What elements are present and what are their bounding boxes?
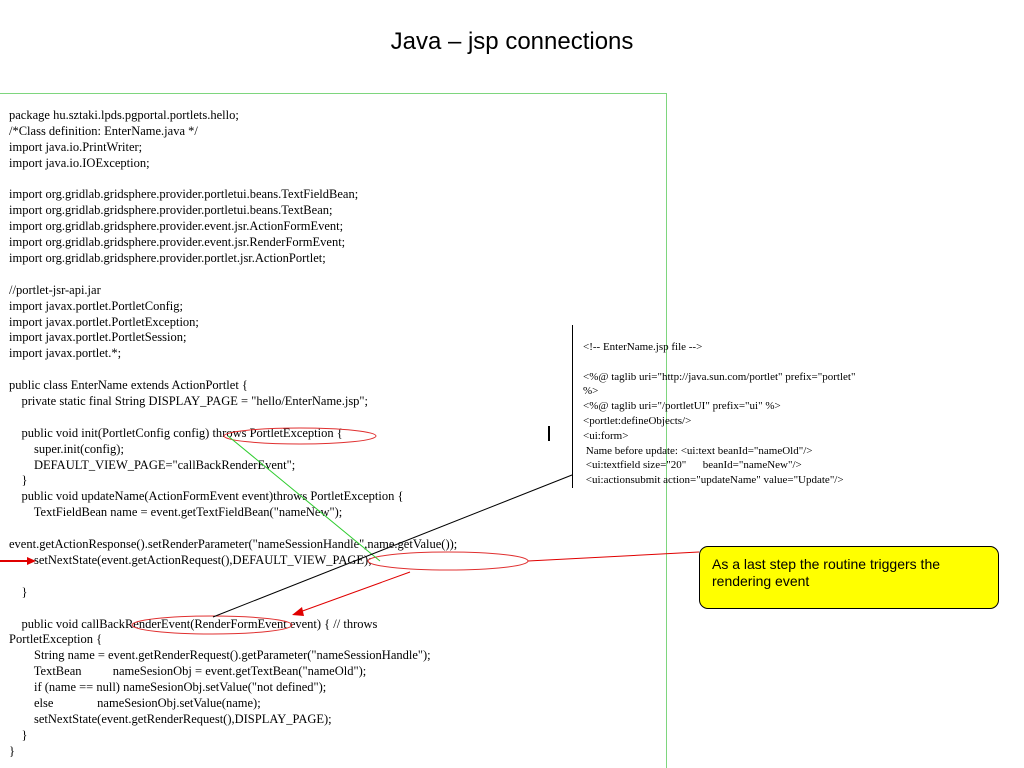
jsp-code-line: Name before update: <ui:text beanId="nam… (583, 444, 813, 457)
callout-box: As a last step the routine triggers the … (699, 546, 999, 609)
java-code-line: import org.gridlab.gridsphere.provider.p… (9, 251, 326, 266)
jsp-code-line: <%@ taglib uri="http://java.sun.com/port… (583, 370, 856, 383)
java-code-line: DEFAULT_VIEW_PAGE="callBackRenderEvent"; (9, 457, 296, 472)
java-code-line: import org.gridlab.gridsphere.provider.e… (9, 235, 346, 250)
java-code-line: } (9, 584, 28, 599)
jsp-code-line: <!-- EnterName.jsp file --> (583, 341, 703, 353)
java-code-line: import javax.portlet.*; (9, 346, 122, 361)
java-code-line: //portlet-jsr-api.jar (9, 282, 101, 297)
java-code-line (9, 521, 457, 537)
jsp-code-line: <portlet:defineObjects/> (583, 414, 692, 427)
java-code-line: TextBean nameSesionObj = event.getTextBe… (9, 664, 367, 679)
java-code-line: setNextState(event.getRenderRequest(),DI… (9, 711, 332, 726)
java-code-line: PortletException { (9, 632, 103, 647)
java-code-line: String name = event.getRenderRequest().g… (9, 648, 431, 663)
text-cursor (548, 426, 550, 441)
jsp-code-line: <%@ taglib uri="/portletUI" prefix="ui" … (583, 400, 781, 413)
java-code-line: event.getActionResponse().setRenderParam… (9, 537, 458, 552)
slide-title: Java – jsp connections (390, 28, 634, 55)
jsp-code-line: %> (583, 385, 599, 398)
java-code-line: public void init(PortletConfig config) t… (9, 425, 343, 440)
java-code-line (9, 172, 457, 188)
java-code-listing: package hu.sztaki.lpds.pgportal.portlets… (9, 108, 457, 760)
java-code-line (9, 601, 457, 617)
jsp-code-line: <ui:actionsubmit action="updateName" val… (583, 474, 844, 487)
java-code-line: import org.gridlab.gridsphere.provider.e… (9, 219, 344, 234)
java-code-line (9, 569, 457, 585)
java-code-line: import java.io.IOException; (9, 155, 150, 170)
java-code-line: import org.gridlab.gridsphere.provider.p… (9, 187, 359, 202)
java-code-box (0, 93, 667, 768)
java-code-line: } (9, 727, 28, 742)
java-code-line: /*Class definition: EnterName.java */ (9, 123, 198, 138)
java-code-line: import java.io.PrintWriter; (9, 139, 143, 154)
jsp-code-line: <ui:textfield size="20" beanId="nameNew"… (583, 459, 802, 472)
java-code-line: public void callBackRenderEvent(RenderFo… (9, 616, 378, 631)
java-code-line: public void updateName(ActionFormEvent e… (9, 489, 404, 504)
jsp-code-listing: <!-- EnterName.jsp file --> <%@ taglib ur… (583, 340, 855, 488)
jsp-code-line: <ui:form> (583, 429, 629, 442)
java-code-line: else nameSesionObj.setValue(name); (9, 695, 261, 710)
java-code-line: import javax.portlet.PortletSession; (9, 330, 187, 345)
java-code-line: } (9, 473, 28, 488)
jsp-code-line (583, 355, 855, 370)
java-code-line: package hu.sztaki.lpds.pgportal.portlets… (9, 108, 239, 122)
java-code-line (9, 410, 457, 426)
java-code-line: import javax.portlet.PortletException; (9, 314, 199, 329)
java-code-line (9, 362, 457, 378)
java-code-line: setNextState(event.getActionRequest(),DE… (9, 552, 372, 567)
java-code-line: } (9, 743, 15, 758)
java-code-line: if (name == null) nameSesionObj.setValue… (9, 680, 327, 695)
java-code-line: public class EnterName extends ActionPor… (9, 378, 248, 393)
java-code-line: private static final String DISPLAY_PAGE… (9, 394, 369, 409)
java-code-line (9, 267, 457, 283)
java-code-line: import org.gridlab.gridsphere.provider.p… (9, 203, 333, 218)
java-code-line: TextFieldBean name = event.getTextFieldB… (9, 505, 343, 520)
jsp-bracket (572, 325, 580, 488)
java-code-line: super.init(config); (9, 441, 124, 456)
java-code-line: import javax.portlet.PortletConfig; (9, 298, 183, 313)
callout-text: As a last step the routine triggers the … (712, 556, 941, 589)
